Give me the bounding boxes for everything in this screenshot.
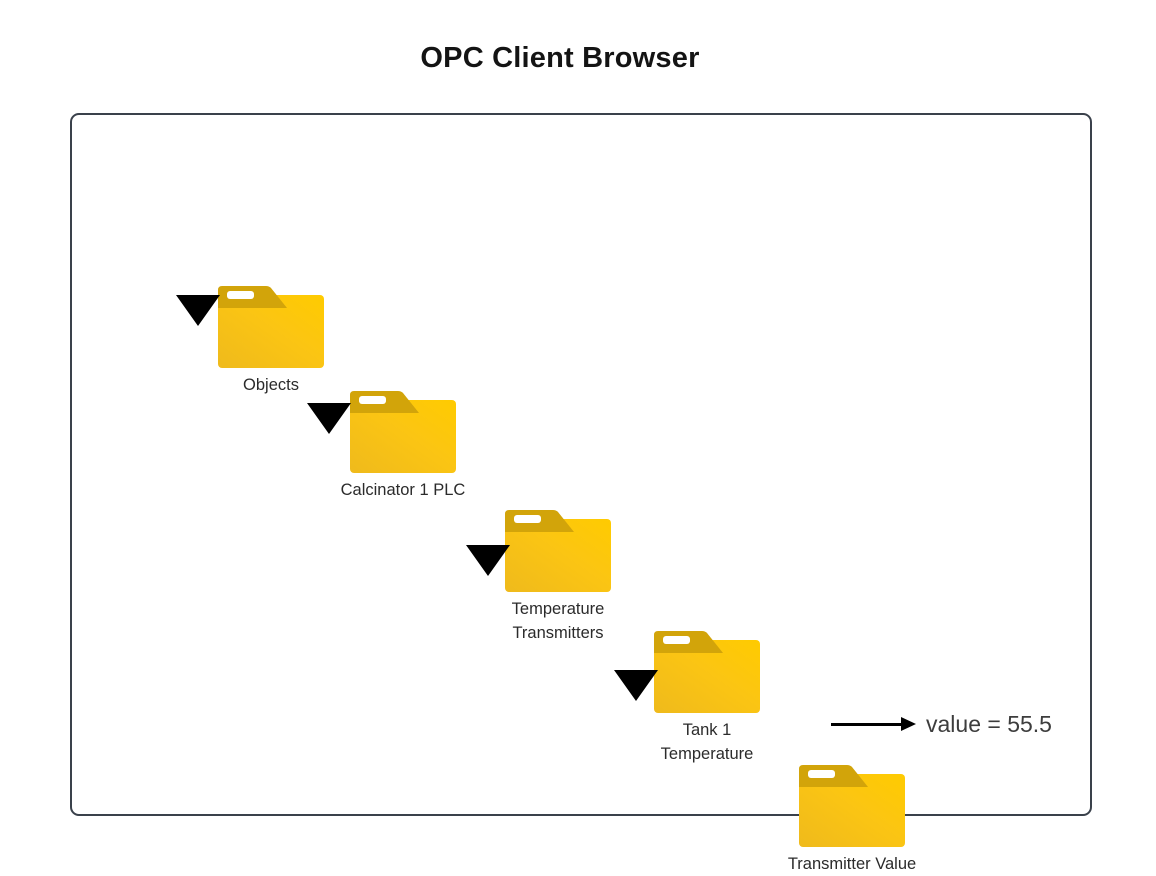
node-label-line: Transmitters: [512, 624, 604, 642]
node-label-line: Temperature: [660, 745, 754, 763]
node-label-line: Transmitter Value: [787, 855, 917, 873]
node-label-line: Calcinator 1 PLC: [340, 481, 466, 499]
page-title: OPC Client Browser: [420, 42, 700, 74]
triangle-down-icon[interactable]: [307, 403, 351, 434]
folder-icon[interactable]: [350, 388, 456, 473]
browser-frame: Objects Calcinator 1 PLC Temperature Tra…: [70, 113, 1092, 873]
node-label-line: Objects: [243, 376, 299, 394]
tree-node-tank-1-temperature[interactable]: Tank 1 Temperature: [654, 628, 760, 763]
node-label-line: Tank 1: [682, 721, 732, 739]
tree-node-objects[interactable]: Objects: [218, 283, 324, 394]
triangle-down-icon[interactable]: [176, 295, 220, 326]
arrow-right-head-icon: [901, 717, 916, 731]
node-label: Objects: [176, 373, 366, 397]
node-label: Transmitter Value: [757, 852, 947, 876]
tree-node-calcinator-1-plc[interactable]: Calcinator 1 PLC: [341, 388, 465, 499]
node-label: Calcinator 1 PLC: [308, 478, 498, 502]
triangle-down-icon[interactable]: [466, 545, 510, 576]
triangle-down-icon[interactable]: [614, 670, 658, 701]
node-label: Temperature Transmitters: [463, 597, 653, 645]
tree-node-temperature-transmitters[interactable]: Temperature Transmitters: [505, 507, 611, 642]
node-label-line: Temperature: [511, 600, 605, 618]
tree-node-transmitter-value[interactable]: Transmitter Value: [788, 762, 916, 873]
folder-icon[interactable]: [654, 628, 760, 713]
node-label: Tank 1 Temperature: [612, 718, 802, 766]
folder-icon[interactable]: [505, 507, 611, 592]
folder-icon[interactable]: [218, 283, 324, 368]
arrow-right-icon: [831, 723, 902, 726]
folder-icon[interactable]: [799, 762, 905, 847]
value-readout: value = 55.5: [926, 711, 1052, 737]
